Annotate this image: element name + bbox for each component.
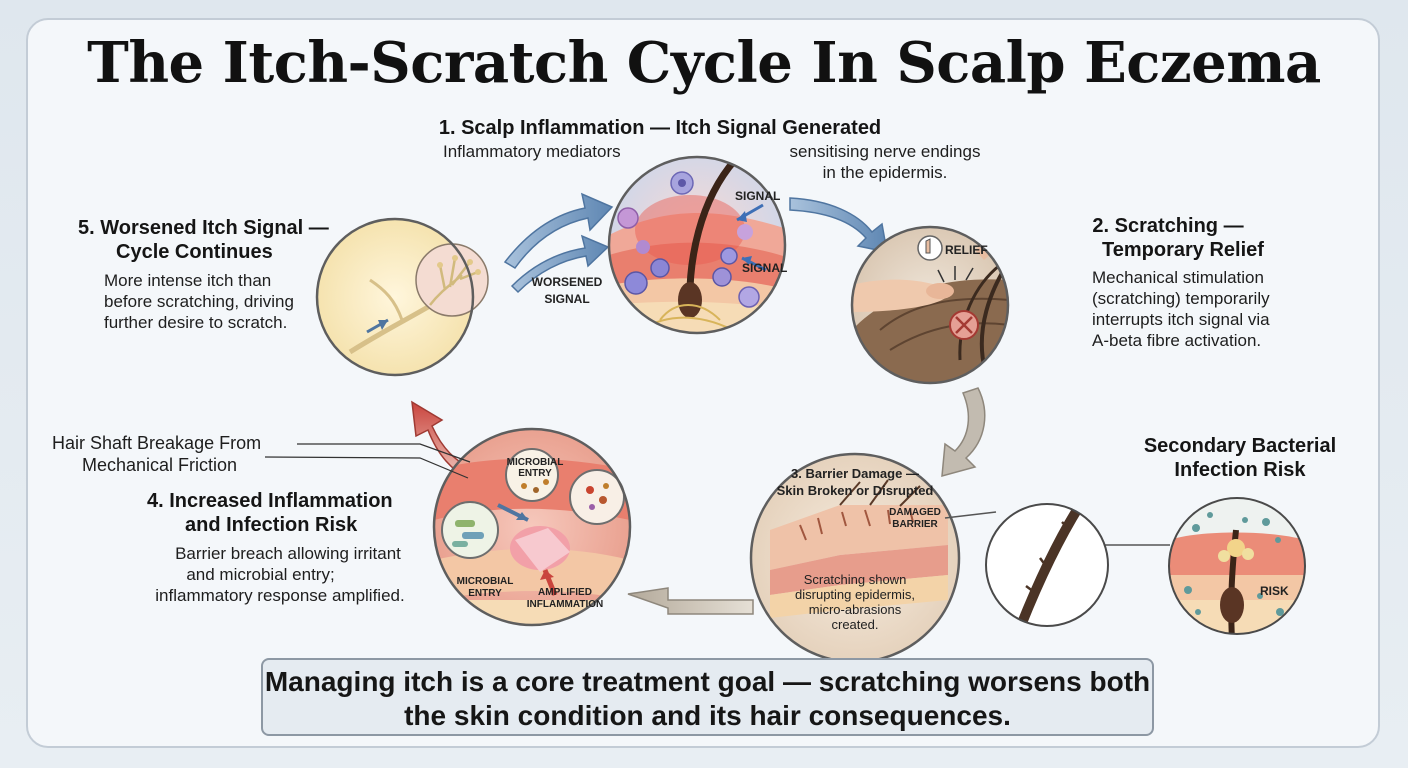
stage-1-heading: 1. Scalp Inflammation — Itch Signal Gene… bbox=[438, 117, 882, 139]
stage-5-body-2: before scratching, driving bbox=[104, 292, 294, 311]
worsened-signal-label-2: SIGNAL bbox=[544, 292, 590, 306]
stage-5-heading-1: 5. Worsened Itch Signal — bbox=[78, 217, 329, 239]
footer-line-1: Managing itch is a core treatment goal —… bbox=[264, 666, 1151, 697]
inflammation-illustration bbox=[607, 155, 787, 335]
stage-3-heading-2: Skin Broken or Disrupted bbox=[776, 483, 934, 498]
arrow-1-to-2 bbox=[789, 197, 888, 253]
stage-3-caption-3: micro-abrasions bbox=[808, 602, 902, 617]
stage-5-body-3: further desire to scratch. bbox=[104, 313, 288, 332]
microbial-entry-top-2: ENTRY bbox=[518, 468, 552, 479]
signal-label-lower: SIGNAL bbox=[742, 261, 788, 275]
amplified-inflammation-2: INFLAMMATION bbox=[526, 599, 604, 610]
footer-line-2: the skin condition and its hair conseque… bbox=[404, 700, 1011, 731]
stage-3-caption-1: Scratching shown bbox=[803, 572, 907, 587]
microbial-entry-bottom-2: ENTRY bbox=[468, 588, 502, 599]
hair-breakage-label-2: Mechanical Friction bbox=[82, 455, 238, 475]
stage-1-body-right-1: sensitising nerve endings bbox=[789, 142, 981, 161]
microbial-entry-top-1: MICROBIAL bbox=[506, 457, 564, 468]
stage-5-body-1: More intense itch than bbox=[104, 271, 272, 290]
secondary-heading-2: Infection Risk bbox=[1174, 459, 1306, 481]
hair-breakage-leader-2 bbox=[264, 456, 469, 479]
arrow-5-to-1-upper bbox=[503, 192, 614, 269]
stage-1-body-right-2: in the epidermis. bbox=[822, 163, 948, 182]
arrow-2-to-3 bbox=[941, 387, 986, 478]
microbial-entry-bottom-1: MICROBIAL bbox=[456, 576, 514, 587]
risk-label: RISK bbox=[1260, 584, 1289, 598]
content-panel bbox=[26, 18, 1380, 748]
stage-3-caption-4: created. bbox=[831, 617, 879, 632]
signal-label-upper: SIGNAL bbox=[735, 189, 781, 203]
stage-2-body-4: A-beta fibre activation. bbox=[1092, 331, 1262, 350]
relief-label: RELIEF bbox=[945, 243, 988, 257]
stage-1-body-left: Inflammatory mediators bbox=[443, 142, 621, 161]
stage-5-heading-2: Cycle Continues bbox=[116, 241, 273, 263]
stage-2-heading-1: 2. Scratching — bbox=[1092, 215, 1244, 237]
scratching-illustration bbox=[850, 225, 1010, 385]
stage-4-body-2: and microbial entry; bbox=[186, 565, 335, 584]
infection-illustration bbox=[432, 427, 632, 627]
page-title: The Itch-Scratch Cycle In Scalp Eczema bbox=[87, 30, 1321, 96]
stage-4-body-1: Barrier breach allowing irritant bbox=[175, 544, 401, 563]
stage-4-body-3: inflammatory response amplified. bbox=[155, 586, 405, 605]
stage-2-heading-2: Temporary Relief bbox=[1102, 239, 1264, 261]
bacterial-infection-illustration bbox=[1168, 497, 1306, 635]
stage-3-heading-1: 3. Barrier Damage — bbox=[791, 466, 919, 481]
amplified-inflammation-1: AMPLIFIED bbox=[538, 587, 592, 598]
hair-shaft-illustration bbox=[985, 503, 1109, 627]
callout-line-3-to-hair bbox=[944, 511, 997, 519]
barrier-damage-illustration bbox=[749, 452, 961, 664]
footer-banner: Managing itch is a core treatment goal —… bbox=[261, 658, 1154, 736]
stage-3-caption-2: disrupting epidermis, bbox=[795, 587, 915, 602]
stage-2-body-1: Mechanical stimulation bbox=[1092, 268, 1264, 287]
stage-4-heading-2: and Infection Risk bbox=[185, 514, 358, 536]
stage-2-body-2: (scratching) temporarily bbox=[1092, 289, 1270, 308]
worsened-signal-illustration bbox=[315, 217, 489, 377]
worsened-signal-label-1: WORSENED bbox=[531, 275, 603, 289]
hair-breakage-leader-1 bbox=[297, 443, 471, 463]
damaged-barrier-label-2: BARRIER bbox=[892, 519, 938, 530]
stage-4-heading-1: 4. Increased Inflammation bbox=[147, 490, 393, 512]
stage-2-body-3: interrupts itch signal via bbox=[1092, 310, 1270, 329]
hair-breakage-label-1: Hair Shaft Breakage From bbox=[52, 433, 262, 453]
arrow-3-to-4 bbox=[627, 587, 754, 615]
damaged-barrier-label-1: DAMAGED bbox=[889, 507, 941, 518]
secondary-heading-1: Secondary Bacterial bbox=[1143, 435, 1337, 457]
